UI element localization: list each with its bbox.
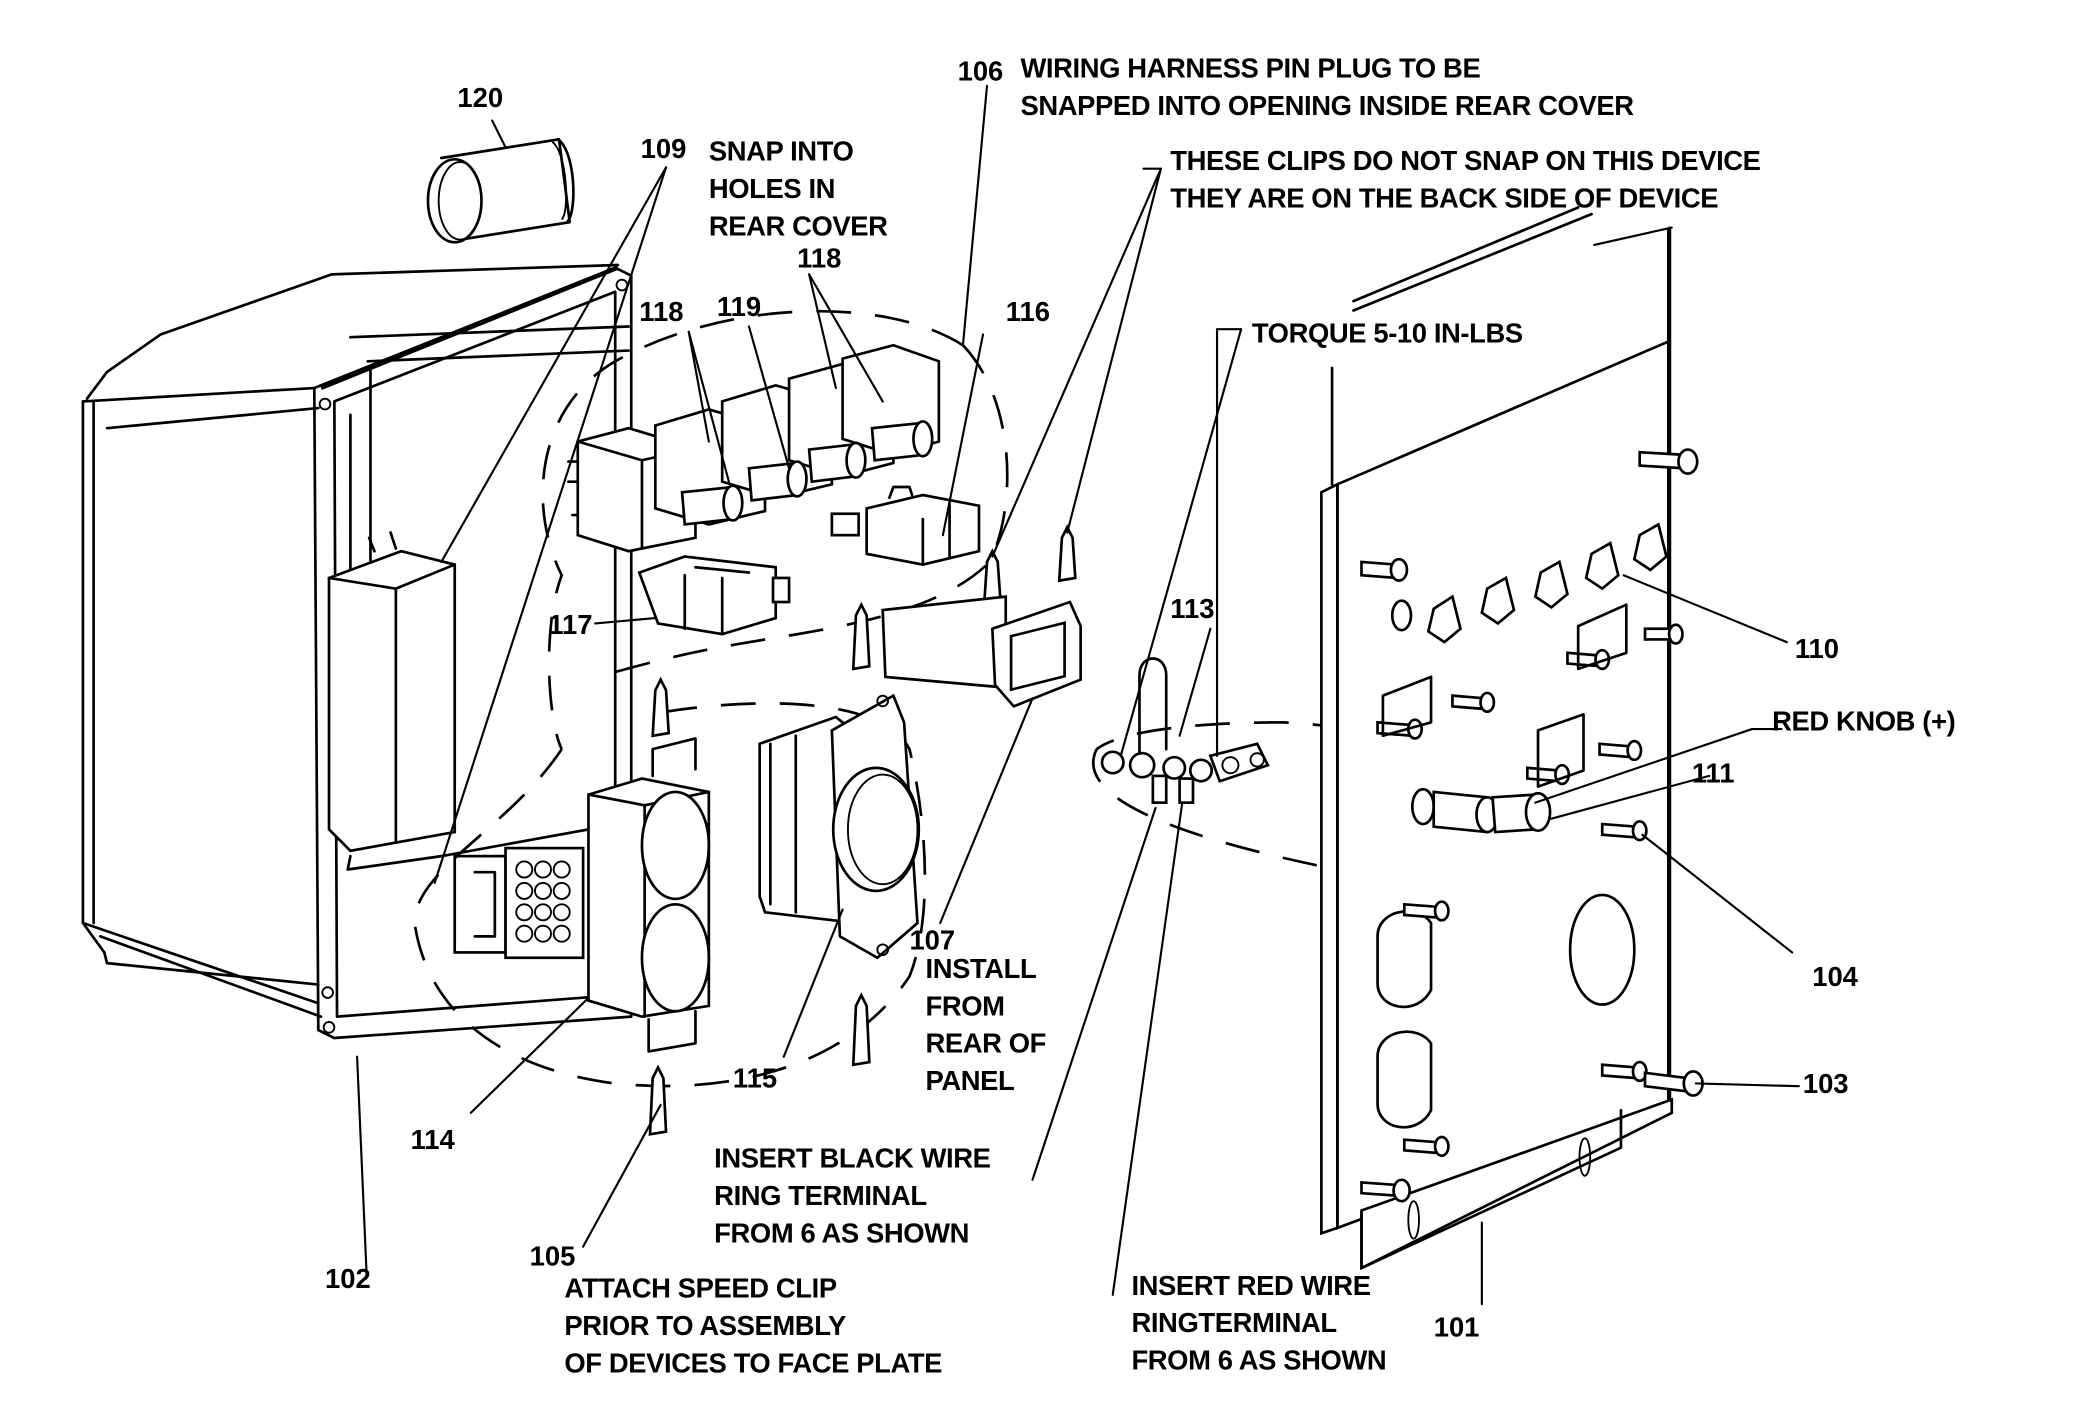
note-wiring-harness-line2: SNAPPED INTO OPENING INSIDE REAR COVER [1020, 90, 1634, 121]
note-speed-clip-line2: PRIOR TO ASSEMBLY [564, 1310, 846, 1341]
part-120-cylinder [426, 137, 575, 244]
callout-103: 103 [1803, 1068, 1849, 1099]
note-install-line3: REAR OF [925, 1028, 1046, 1059]
note-red-wire-line2: RINGTERMINAL [1131, 1307, 1336, 1338]
note-snap-line2: HOLES IN [709, 173, 835, 204]
callout-106: 106 [958, 55, 1004, 86]
note-torque: TORQUE 5-10 IN-LBS [1252, 318, 1523, 349]
note-black-wire-line1: INSERT BLACK WIRE [714, 1143, 990, 1174]
note-speed-clip-line3: OF DEVICES TO FACE PLATE [564, 1347, 942, 1378]
note-clips-line1: THESE CLIPS DO NOT SNAP ON THIS DEVICE [1170, 145, 1760, 176]
callout-113: 113 [1170, 593, 1214, 624]
note-red-wire-line1: INSERT RED WIRE [1131, 1270, 1370, 1301]
callout-111: 111 [1692, 758, 1735, 789]
callout-110: 110 [1795, 633, 1839, 664]
callout-102: 102 [325, 1263, 371, 1294]
transformer-block [327, 531, 590, 871]
note-install-line2: FROM [925, 990, 1004, 1021]
note-red-wire-line3: FROM 6 AS SHOWN [1131, 1345, 1386, 1376]
part-101-face-plate [1320, 206, 1704, 1271]
leader-lines [356, 84, 1800, 1306]
callout-118-left: 118 [639, 296, 683, 327]
part-107-indicator [881, 595, 1082, 708]
callout-107: 107 [909, 925, 955, 956]
part-110-nuts [1390, 522, 1668, 644]
callout-104: 104 [1812, 961, 1858, 992]
note-black-wire-line2: RING TERMINAL [714, 1180, 926, 1211]
group-outline-terminals [1092, 721, 1553, 879]
callout-120: 120 [457, 82, 503, 113]
callout-117: 117 [548, 609, 592, 640]
part-116-switch [830, 485, 981, 566]
callout-116: 116 [1006, 296, 1050, 327]
harness-pin-plug [453, 846, 585, 960]
note-clips-line2: THEY ARE ON THE BACK SIDE OF DEVICE [1170, 182, 1718, 213]
note-snap-line3: REAR COVER [709, 211, 888, 242]
part-115-twist-lock [758, 693, 921, 960]
part-117-switch [637, 555, 791, 636]
note-install-line4: PANEL [925, 1065, 1014, 1096]
callout-105: 105 [530, 1240, 576, 1271]
notes: WIRING HARNESS PIN PLUG TO BE SNAPPED IN… [564, 53, 1955, 1379]
group-outline-relays [541, 309, 964, 750]
note-red-knob: RED KNOB (+) [1772, 705, 1955, 736]
callout-101: 101 [1434, 1311, 1480, 1342]
callout-115: 115 [733, 1063, 777, 1094]
callout-118-right: 118 [797, 243, 841, 274]
callout-119: 119 [717, 291, 761, 322]
note-speed-clip-line1: ATTACH SPEED CLIP [564, 1272, 836, 1303]
part-111-red-knob [1410, 787, 1552, 834]
part-113-terminal-strip [1100, 657, 1270, 804]
note-wiring-harness-line1: WIRING HARNESS PIN PLUG TO BE [1020, 53, 1480, 84]
screws [1360, 448, 1704, 1203]
part-102-rear-box [81, 263, 633, 1040]
part-114-duplex-receptacle [587, 737, 711, 1053]
callout-labels: 120 109 106 118 118 119 116 117 113 110 … [325, 55, 1859, 1342]
note-install-line1: INSTALL [925, 953, 1036, 984]
callout-109: 109 [641, 133, 687, 164]
callout-114: 114 [411, 1124, 456, 1155]
note-snap-line1: SNAP INTO [709, 136, 854, 167]
note-black-wire-line3: FROM 6 AS SHOWN [714, 1218, 969, 1249]
